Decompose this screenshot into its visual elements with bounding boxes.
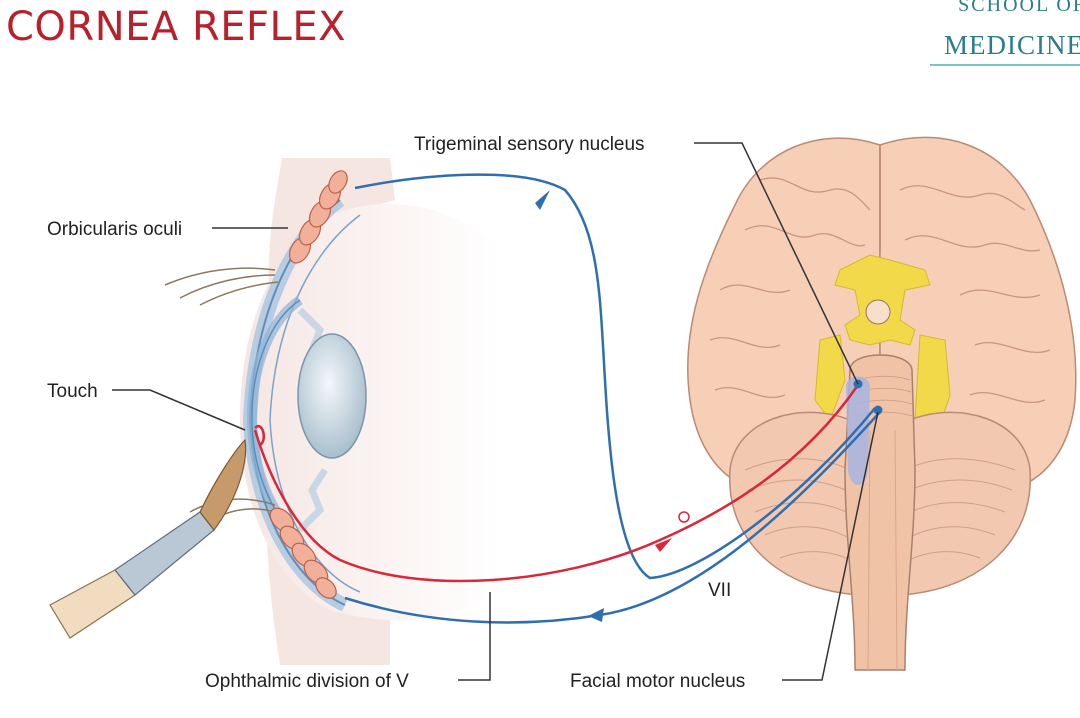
sensory-arrow <box>655 538 672 552</box>
label-facial-motor-nucleus: Facial motor nucleus <box>570 671 745 692</box>
logo-line-1: SCHOOL OF <box>958 0 1080 16</box>
slide-title: CORNEA REFLEX <box>6 4 347 50</box>
facial-nucleus-dot <box>873 405 883 415</box>
motor-arrow-up <box>535 190 550 210</box>
sensory-pathway-v <box>253 384 860 583</box>
logo-rule <box>930 64 1080 66</box>
label-vii: VII <box>708 580 731 601</box>
label-orbicularis-oculi: Orbicularis oculi <box>47 219 182 240</box>
leader-trigeminal <box>694 142 859 385</box>
leader-ophthalmic <box>458 592 491 681</box>
school-of-medicine-logo: SCHOOL OF MEDICINE <box>930 0 1080 70</box>
leader-touch <box>112 389 246 431</box>
brush-illustration <box>49 438 247 639</box>
label-trigeminal-sensory-nucleus: Trigeminal sensory nucleus <box>414 134 645 155</box>
label-touch: Touch <box>47 381 98 402</box>
label-ophthalmic-division: Ophthalmic division of V <box>205 671 409 692</box>
logo-line-2: MEDICINE <box>944 30 1080 60</box>
motor-arrow-left <box>588 608 604 622</box>
brain-illustration <box>687 136 1077 671</box>
leader-facial <box>782 411 879 681</box>
motor-pathway-vii <box>344 173 881 624</box>
eye-illustration <box>164 158 500 665</box>
